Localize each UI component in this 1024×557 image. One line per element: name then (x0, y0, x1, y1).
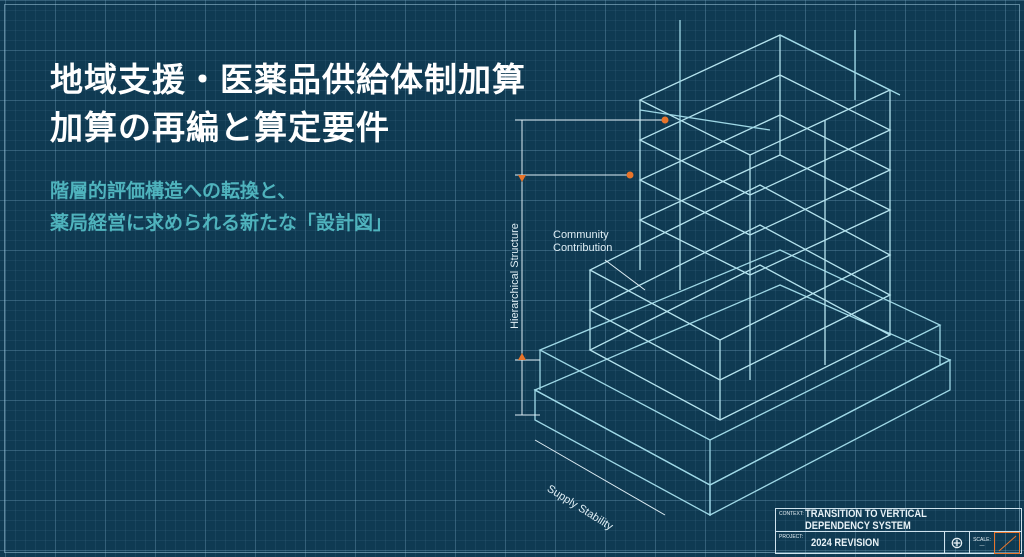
frame-structure (588, 34, 892, 421)
crane (639, 20, 901, 131)
subtitle-line-2: 薬局経営に求められる新たな「設計図」 (50, 212, 393, 234)
page-title: 地域支援・医薬品供給体制加算 加算の再編と算定要件 (50, 56, 526, 152)
scale-label: SCALE: (973, 537, 991, 543)
title-line-1: 地域支援・医薬品供給体制加算 (50, 60, 526, 99)
project-label: PROJECT: (779, 534, 804, 540)
revision-mark-icon (994, 532, 1020, 554)
community-contribution-label: Community Contribution (553, 229, 613, 254)
page-subtitle: 階層的評価構造への転換と、 薬局経営に求められる新たな「設計図」 (50, 175, 392, 239)
building-wireframe (515, 20, 952, 517)
crosshair-icon: ⊕ (944, 532, 969, 554)
title-line-2: 加算の再編と算定要件 (50, 108, 390, 147)
subtitle-line-1: 階層的評価構造への転換と、 (50, 180, 297, 202)
foundation (533, 249, 952, 517)
context-value: TRANSITION TO VERTICAL DEPENDENCY SYSTEM (804, 508, 927, 532)
drawing-frame (4, 4, 1020, 553)
accent-markers (518, 116, 669, 360)
context-label: CONTEXT: (779, 511, 804, 517)
hierarchical-structure-label: Hierarchical Structure (509, 223, 521, 329)
title-block: CONTEXT: TRANSITION TO VERTICAL DEPENDEN… (775, 508, 1022, 554)
project-value: 2024 REVISION (811, 537, 880, 549)
